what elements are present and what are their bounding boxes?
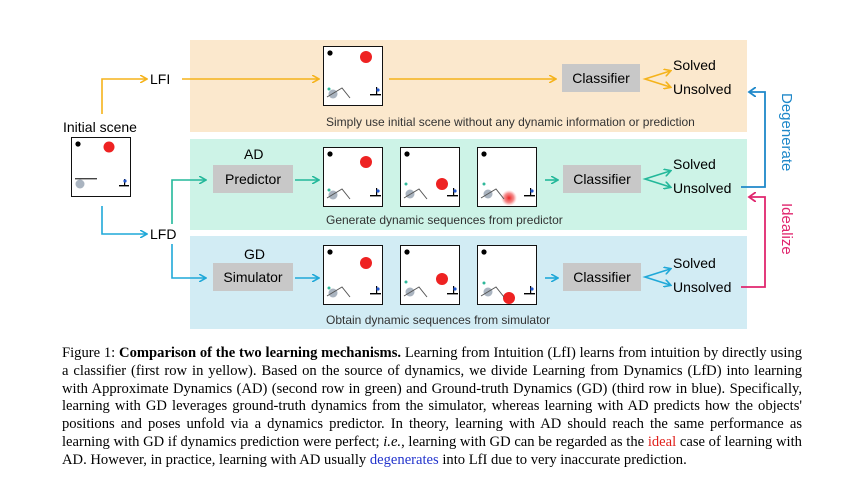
lfd-label: LFD — [150, 226, 177, 242]
gd-solved-label: Solved — [673, 255, 716, 271]
ad-solved-label: Solved — [673, 156, 716, 172]
initial-scene-label: Initial scene — [63, 119, 137, 135]
degenerate-label: Degenerate — [778, 93, 795, 172]
ad-title: AD — [244, 146, 264, 162]
ad-row-caption: Generate dynamic sequences from predicto… — [326, 213, 563, 227]
figure-label: Figure 1: — [62, 345, 116, 361]
gd-classifier-box: Classifier — [563, 263, 641, 291]
ad-unsolved-label: Unsolved — [673, 180, 732, 196]
ad-scene-frame-2 — [400, 147, 460, 207]
idealize-label: Idealize — [778, 203, 795, 255]
ad-scene-frame-1 — [323, 147, 383, 207]
caption-degenerates: degenerates — [369, 451, 439, 468]
caption-text-3: case of learning with AD. However, in pr… — [62, 433, 802, 468]
caption-ie: i.e. — [383, 433, 402, 450]
ad-scene-frame-3 — [477, 147, 537, 207]
gd-scene-frame-3 — [477, 245, 537, 305]
lfi-label: LFI — [150, 71, 171, 87]
simulator-box: Simulator — [213, 263, 293, 291]
figure-caption: Figure 1: Comparison of the two learning… — [62, 345, 802, 470]
lfi-scene-image — [323, 46, 383, 106]
gd-scene-frame-1 — [323, 245, 383, 305]
ad-classifier-box: Classifier — [563, 165, 641, 193]
gd-title: GD — [244, 246, 265, 262]
caption-text-4: into LfI due to very inaccurate predicti… — [442, 451, 687, 468]
initial-scene-image — [71, 137, 131, 197]
gd-row-caption: Obtain dynamic sequences from simulator — [326, 313, 551, 327]
caption-ideal: ideal — [647, 433, 677, 450]
gd-unsolved-label: Unsolved — [673, 279, 732, 295]
caption-text-1: Learning from Intuition (LfI) learns fro… — [62, 345, 803, 450]
figure-title: Comparison of the two learning mechanism… — [119, 345, 402, 361]
lfi-row-caption: Simply use initial scene without any dyn… — [326, 115, 695, 129]
caption-text-2: , learning with GD can be regarded as th… — [401, 433, 645, 450]
predictor-box: Predictor — [213, 165, 293, 193]
lfi-classifier-box: Classifier — [562, 64, 640, 92]
lfi-unsolved-label: Unsolved — [673, 81, 732, 97]
gd-scene-frame-2 — [400, 245, 460, 305]
lfi-solved-label: Solved — [673, 57, 716, 73]
